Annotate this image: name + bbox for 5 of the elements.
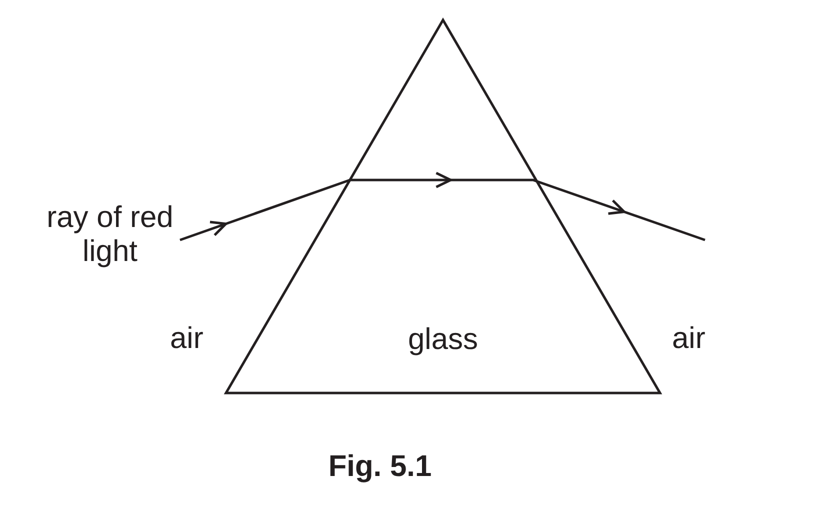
medium-label: air — [170, 322, 204, 356]
ray-label: ray of red light — [46, 201, 174, 269]
material-label: glass — [408, 323, 478, 357]
figure-caption: Fig. 5.1 — [327, 450, 433, 484]
medium-label: air — [672, 322, 706, 356]
